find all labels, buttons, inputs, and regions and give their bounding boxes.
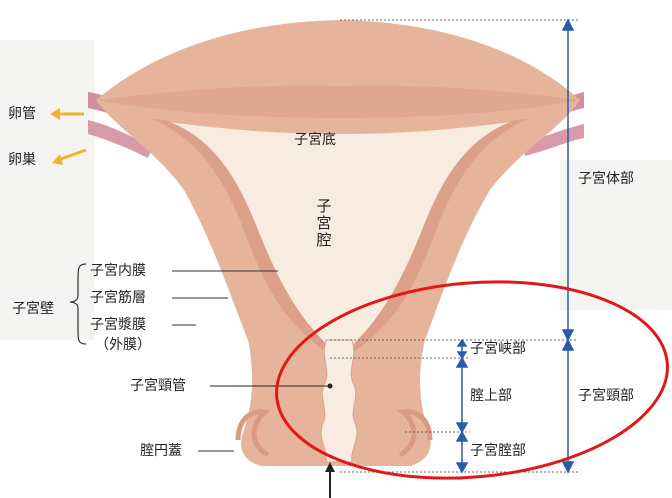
label-myometrium: 子宮筋層 xyxy=(90,291,146,305)
label-uterine-body: 子宮体部 xyxy=(578,172,634,186)
label-vaginal-portion: 子宮腟部 xyxy=(470,444,526,458)
label-cervical-canal: 子宮頸管 xyxy=(130,379,186,393)
label-serosa: 子宮漿膜 xyxy=(90,318,146,332)
paper-scrap-left xyxy=(0,40,95,340)
label-ovary: 卵巣 xyxy=(8,153,36,167)
label-oviduct: 卵管 xyxy=(8,107,36,121)
label-supravaginal: 腟上部 xyxy=(470,389,512,403)
label-cavity-char: 腔 xyxy=(316,232,332,249)
label-endometrium: 子宮内膜 xyxy=(90,264,146,278)
label-uterine-wall: 子宮壁 xyxy=(12,302,54,316)
label-cavity-char: 宮 xyxy=(316,215,332,232)
label-fundus: 子宮底 xyxy=(294,133,336,147)
label-serosa-alt: （外膜） xyxy=(95,338,151,352)
label-isthmus: 子宮峡部 xyxy=(470,342,526,356)
label-cavity-char: 子 xyxy=(316,198,332,215)
label-cervix: 子宮頸部 xyxy=(578,389,634,403)
label-vaginal-fornix: 腟円蓋 xyxy=(140,444,182,458)
cervical-canal-dot xyxy=(328,384,333,389)
